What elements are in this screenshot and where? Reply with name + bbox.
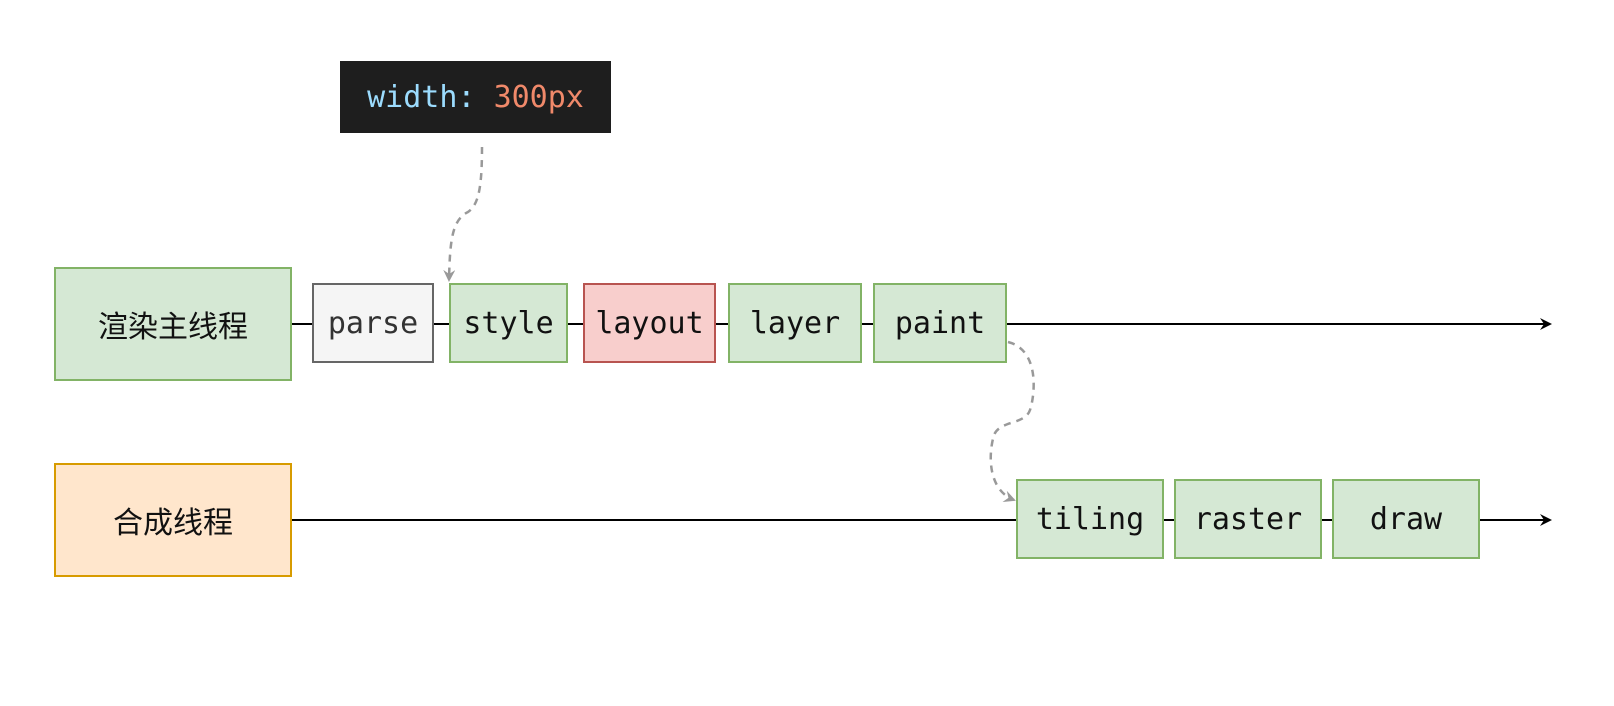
stage-draw: draw [1332, 479, 1480, 559]
compositor-thread-box: 合成线程 [54, 463, 292, 577]
dashed-arrow-code-to-style [443, 146, 484, 282]
stage-layout: layout [583, 283, 716, 363]
stage-raster: raster [1174, 479, 1322, 559]
stage-parse: parse [312, 283, 434, 363]
main-thread-box: 渲染主线程 [54, 267, 292, 381]
stage-paint: paint [873, 283, 1007, 363]
stage-tiling-label: tiling [1035, 501, 1145, 537]
stage-layer-label: layer [749, 305, 841, 341]
stage-layout-label: layout [595, 305, 704, 341]
stage-paint-label: paint [894, 305, 986, 341]
stage-raster-label: raster [1193, 501, 1303, 537]
stage-tiling: tiling [1016, 479, 1164, 559]
css-value: 300px [493, 79, 584, 115]
css-property: width: [367, 79, 476, 115]
stage-style-label: style [463, 305, 554, 341]
stage-parse-label: parse [327, 305, 419, 341]
css-code-label: width: 300px [340, 61, 611, 133]
stage-style: style [449, 283, 568, 363]
stage-layer: layer [728, 283, 862, 363]
compositor-thread-label: 合成线程 [113, 506, 233, 541]
main-thread-label: 渲染主线程 [98, 310, 248, 345]
stage-draw-label: draw [1369, 501, 1443, 537]
dashed-arrow-paint-to-tiling [989, 340, 1035, 502]
